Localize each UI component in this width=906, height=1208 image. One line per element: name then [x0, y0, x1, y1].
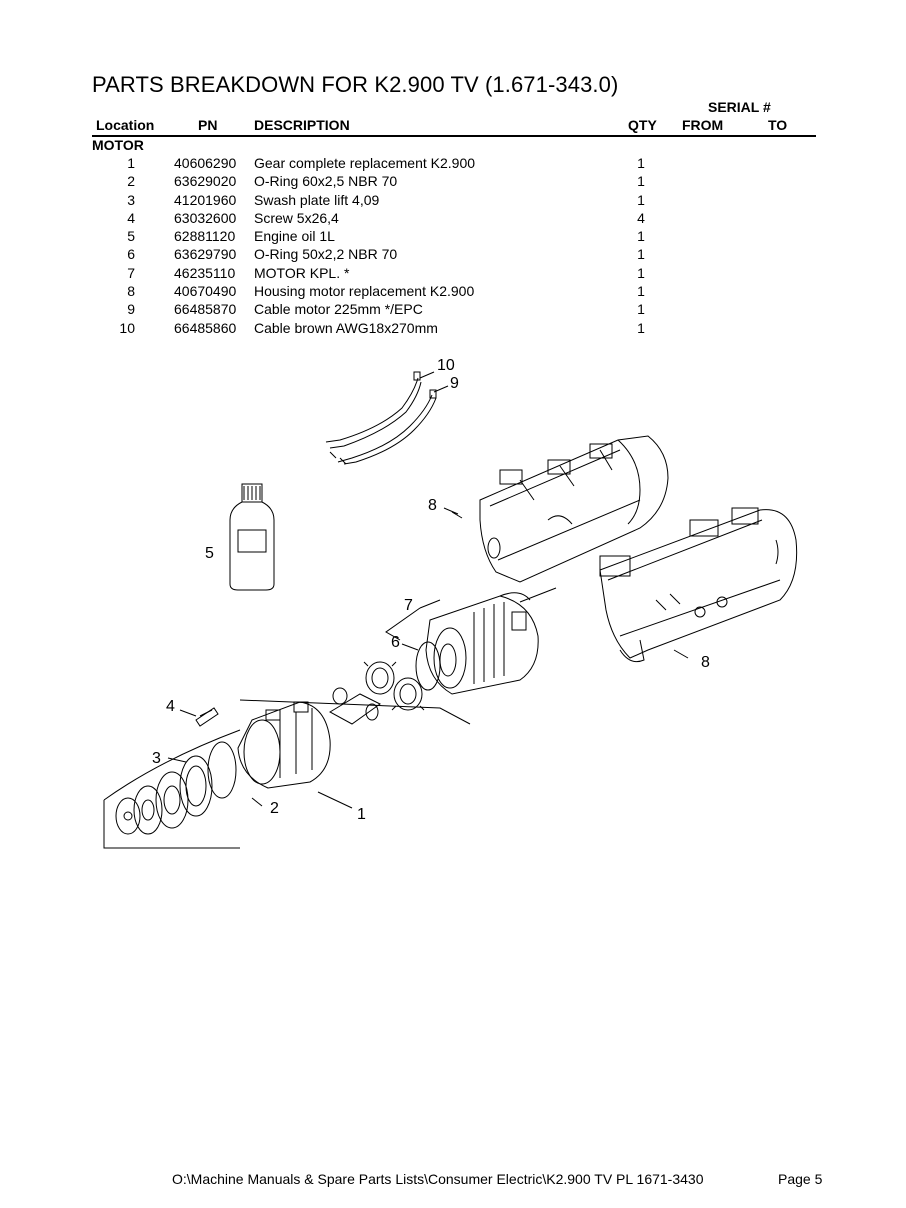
part-location: 9 [127, 301, 135, 318]
table-row: 8 40670490 Housing motor replacement K2.… [0, 283, 906, 301]
housing-top-illustration [479, 435, 669, 583]
part-location: 10 [119, 319, 135, 336]
table-header: Location PN DESCRIPTION QTY FROM TO [92, 117, 816, 137]
serial-header: SERIAL # [708, 99, 771, 115]
parts-list: 1 40606290 Gear complete replacement K2.… [0, 155, 906, 338]
part-description: O-Ring 60x2,5 NBR 70 [254, 173, 398, 190]
part-description: Swash plate lift 4,09 [254, 191, 380, 208]
part-location: 2 [127, 173, 135, 190]
table-row: 10 66485860 Cable brown AWG18x270mm 1 [0, 320, 906, 338]
part-number: 66485860 [174, 319, 237, 336]
part-description: Gear complete replacement K2.900 [254, 155, 476, 171]
part-qty: 4 [637, 209, 645, 226]
table-row: 1 40606290 Gear complete replacement K2.… [0, 155, 906, 173]
part-number: 63032600 [174, 209, 237, 226]
callout-6: 6 [391, 634, 400, 651]
exploded-diagram: 10 9 8 5 7 6 8 4 3 2 1 [103, 357, 798, 849]
part-qty: 1 [637, 173, 645, 190]
col-description: DESCRIPTION [254, 117, 350, 133]
gears-illustration [363, 661, 425, 711]
part-description: Cable brown AWG18x270mm [254, 319, 438, 336]
part-number: 66485870 [174, 301, 237, 318]
part-description: Cable motor 225mm */EPC [254, 301, 423, 318]
part-location: 5 [127, 228, 135, 245]
part-location: 3 [127, 191, 135, 208]
part-number: 46235110 [174, 264, 236, 281]
part-qty: 1 [637, 228, 645, 245]
part-description: Engine oil 1L [254, 228, 335, 245]
part-qty: 1 [637, 319, 645, 336]
part-qty: 1 [637, 301, 645, 318]
table-row: 5 62881120 Engine oil 1L 1 [0, 228, 906, 246]
table-row: 9 66485870 Cable motor 225mm */EPC 1 [0, 301, 906, 319]
footer-file-path: O:\Machine Manuals & Spare Parts Lists\C… [172, 1171, 704, 1187]
callout-8-bottom: 8 [701, 654, 710, 671]
part-qty: 1 [637, 155, 645, 171]
part-qty: 1 [637, 246, 645, 263]
housing-bottom-illustration [599, 507, 798, 663]
part-location: 1 [127, 155, 135, 171]
cable-illustration [325, 371, 437, 465]
callout-7: 7 [404, 597, 413, 614]
oil-bottle-illustration [229, 483, 275, 591]
callout-2: 2 [270, 800, 279, 817]
shaft-illustration [328, 687, 381, 725]
page-title: PARTS BREAKDOWN FOR K2.900 TV (1.671-343… [92, 72, 619, 97]
col-qty: QTY [628, 117, 657, 133]
part-location: 8 [127, 283, 135, 300]
part-number: 40670490 [174, 283, 237, 300]
col-from: FROM [682, 117, 724, 133]
part-number: 63629790 [174, 246, 237, 263]
table-row: 2 63629020 O-Ring 60x2,5 NBR 70 1 [0, 173, 906, 191]
screw-illustration [195, 707, 219, 727]
oring-6-illustration [415, 641, 441, 691]
part-qty: 1 [637, 264, 645, 281]
table-row: 4 63032600 Screw 5x26,4 4 [0, 210, 906, 228]
oring-2-illustration [207, 741, 237, 799]
col-location: Location [96, 117, 155, 133]
callout-1: 1 [357, 806, 366, 823]
table-row: 7 46235110 MOTOR KPL. * 1 [0, 265, 906, 283]
part-location: 4 [127, 209, 135, 226]
part-qty: 1 [637, 191, 645, 208]
section-label: MOTOR [92, 137, 144, 153]
part-number: 62881120 [174, 228, 236, 245]
leader-lines [103, 371, 689, 849]
col-pn: PN [198, 117, 218, 133]
table-row: 6 63629790 O-Ring 50x2,2 NBR 70 1 [0, 246, 906, 264]
callout-10: 10 [437, 357, 455, 374]
part-location: 7 [127, 264, 135, 281]
part-number: 41201960 [174, 191, 237, 208]
part-number: 63629020 [174, 173, 237, 190]
part-description: Housing motor replacement K2.900 [254, 283, 475, 300]
callout-3: 3 [152, 750, 161, 767]
table-row: 3 41201960 Swash plate lift 4,09 1 [0, 192, 906, 210]
motor-illustration [425, 592, 539, 695]
page-number: Page 5 [778, 1171, 823, 1187]
part-location: 6 [127, 246, 135, 263]
callout-5: 5 [205, 545, 214, 562]
swash-plate-illustration [115, 755, 213, 835]
callout-4: 4 [166, 698, 175, 715]
gear-housing-illustration [237, 701, 331, 789]
callout-9: 9 [450, 375, 459, 392]
part-qty: 1 [637, 283, 645, 300]
part-description: MOTOR KPL. * [254, 264, 350, 281]
callout-8-top: 8 [428, 497, 437, 514]
part-description: Screw 5x26,4 [254, 209, 339, 226]
col-to: TO [768, 117, 788, 133]
part-number: 40606290 [174, 155, 237, 171]
part-description: O-Ring 50x2,2 NBR 70 [254, 246, 398, 263]
